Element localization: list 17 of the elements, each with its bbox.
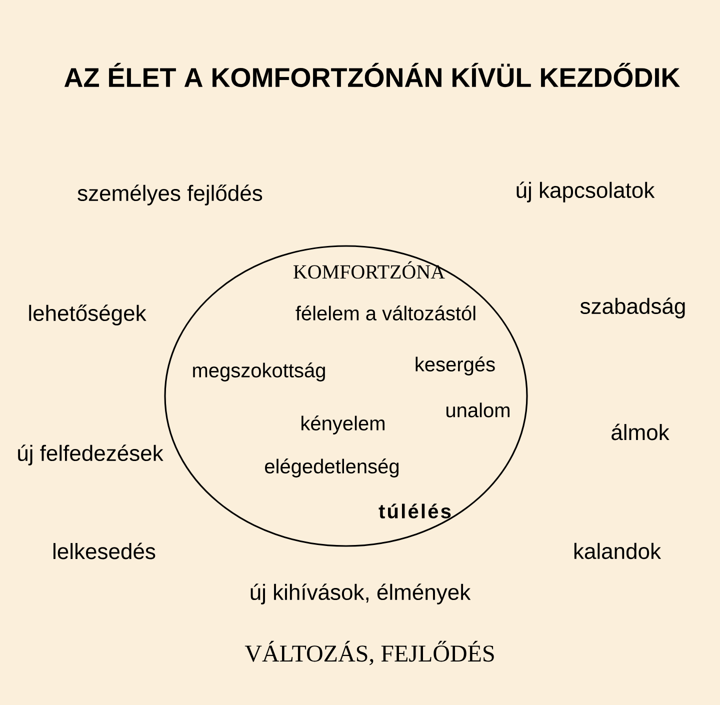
zone-word: kesergés (416, 356, 495, 376)
zone-word: elégedetlenség (265, 458, 399, 478)
zone-word: túlélés (378, 504, 451, 518)
word-label: személyes fejlődés (78, 184, 262, 206)
word-label: új kihívások, élmények (250, 584, 471, 604)
heading: AZ ÉLET A KOMFORTZÓNÁN KÍVÜL KEZDŐDIK (64, 62, 680, 88)
word-label: kalandok (574, 542, 662, 560)
zone-word: megszokottság (193, 362, 325, 382)
footer-text: VÁLTOZÁS, FEJLŐDÉS (244, 640, 494, 666)
zone-word: unalom (446, 402, 510, 418)
word-label: álmok (612, 424, 670, 440)
word-label: szabadság (580, 298, 685, 318)
word-label: lelkesedés (54, 542, 156, 560)
word-label: új kapcsolatok (516, 182, 655, 202)
zone-word: KOMFORTZÓNA (294, 261, 445, 279)
zone-word: kényelem (302, 416, 384, 434)
zone-word: félelem a változástól (296, 306, 476, 320)
